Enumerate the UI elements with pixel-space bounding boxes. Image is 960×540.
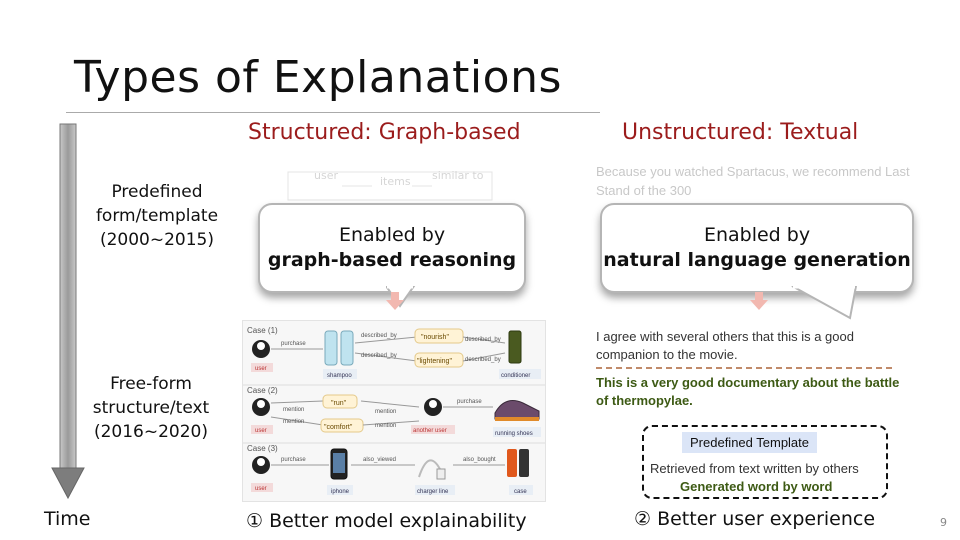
review-divider [596,367,892,369]
user-avatar-3 [424,398,442,416]
case1-label: Case (1) [247,326,278,335]
time-arrow [51,123,85,500]
user-label-2: user [255,428,267,434]
described-by-4: described_by [465,357,501,363]
faded-user: user [314,169,338,182]
lightening-node: "lightening" [417,358,452,365]
charger-line-image [418,459,446,480]
graph-down-arrow [386,292,404,310]
faded-text-example: Because you watched Spartacus, we recomm… [596,164,910,198]
legend-template-pill: Predefined Template [682,432,818,453]
legend-generated: Generated word by word [680,479,833,494]
page-number: 9 [940,516,947,529]
purchase-label-1: purchase [281,341,306,347]
nlg-bubble: Enabled by natural language generation [600,203,914,293]
described-by-3: described_by [465,337,501,343]
structured-heading: Structured: Graph-based [248,120,521,145]
review-generated: This is a very good documentary about th… [596,375,900,408]
graph-bubble-line-2: graph-based reasoning [267,249,517,271]
purchase-label-2: purchase [457,399,482,405]
user-label-1: user [255,366,267,372]
user-avatar-2 [252,398,270,416]
also-bought-label: also_bought [463,457,496,463]
described-by-1: described_by [361,333,397,339]
case2-label: Case (2) [247,386,278,395]
predefined-line-3: (2000~2015) [99,230,215,250]
charger-line-label: charger line [417,489,449,495]
mention-label-1: mention [283,407,304,413]
kg-figure: Case (1) Case (2) Case (3) user purchase… [242,320,546,502]
slide-title: Types of Explanations [74,52,562,103]
review-retrieved: I agree with several others that this is… [596,329,854,362]
freeform-line-3: (2016~2020) [93,422,209,442]
running-shoes-label: running shoes [495,431,533,437]
iphone-label: iphone [331,489,350,495]
legend-retrieved: Retrieved from text written by others [650,461,859,476]
benefit-explainability: ① Better model explainability [246,510,527,532]
mention-label-2: mention [283,419,304,425]
case3-label: Case (3) [247,444,278,453]
purchase-label-3: purchase [281,457,306,463]
nlg-bubble-line-2: natural language generation [603,249,911,271]
unstructured-heading: Unstructured: Textual [622,120,859,145]
conditioner-label: conditioner [501,373,530,379]
predefined-line-2: form/template [95,206,219,226]
phone-case-image [507,449,529,477]
also-viewed-label: also_viewed [363,457,396,463]
conditioner-image [508,330,522,364]
freeform-line-2: structure/text [92,398,210,418]
another-user-label: another user [413,428,447,434]
legend-box [642,425,888,499]
described-by-2: described_by [361,353,397,359]
predefined-label: Predefined form/template (2000~2015) [90,180,224,252]
freeform-label: Free-form structure/text (2016~2020) [84,372,218,444]
faded-items: items [380,175,411,188]
graph-reasoning-bubble: Enabled by graph-based reasoning [258,203,526,293]
faded-similar: similar to [432,169,484,182]
nlg-bubble-tail [791,286,858,320]
time-label: Time [44,508,91,530]
case-item-label: case [514,489,527,495]
graph-bubble-line-1: Enabled by [338,224,446,246]
user-label-3: user [255,486,267,492]
user-avatar-4 [252,456,270,474]
mention-label-4: mention [375,423,396,429]
iphone-image [330,448,348,480]
shampoo-image [324,330,354,366]
running-shoes-image [494,400,540,421]
comfort-node: "comfort" [324,424,353,431]
run-node: "run" [331,400,347,407]
nlg-bubble-line-1: Enabled by [703,224,811,246]
freeform-line-1: Free-form [110,374,192,394]
nlg-down-arrow [750,292,768,310]
predefined-line-1: Predefined [111,182,203,202]
user-avatar-1 [252,340,270,358]
nourish-node: "nourish" [421,334,449,341]
mention-label-3: mention [375,409,396,415]
benefit-user-experience: ② Better user experience [634,508,876,530]
title-underline [66,112,600,113]
shampoo-label: shampoo [327,373,352,379]
